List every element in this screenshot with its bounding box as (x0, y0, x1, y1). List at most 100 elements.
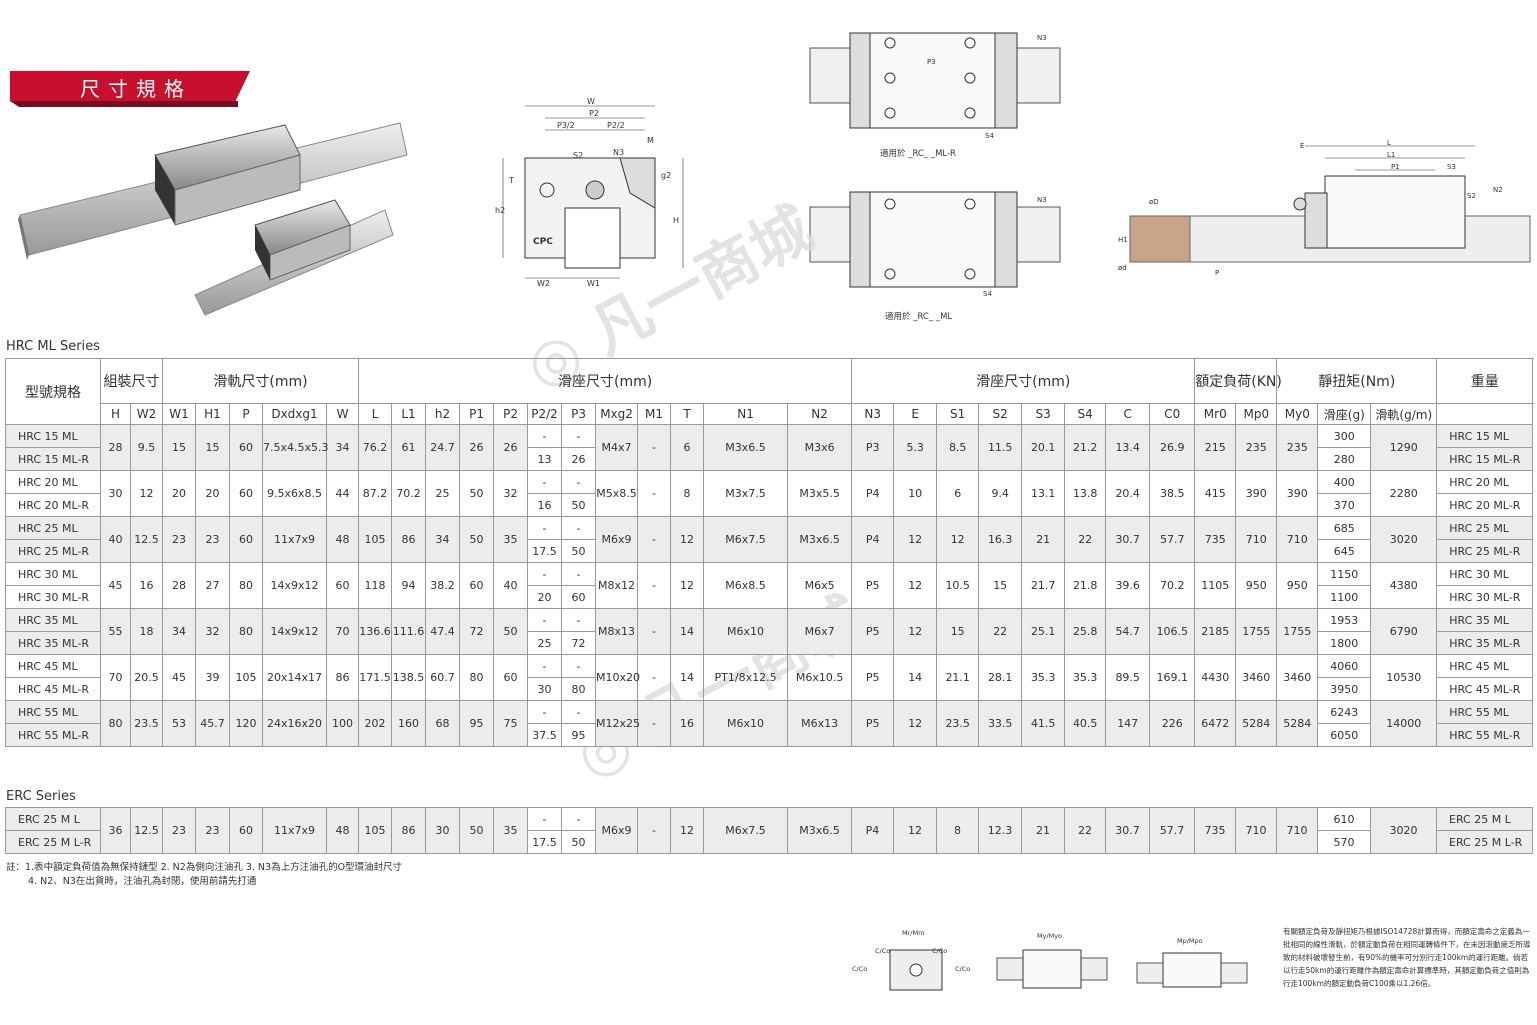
table-cell: HRC 55 ML (1436, 700, 1534, 724)
table-cell: 16.3 (978, 516, 1023, 563)
table-cell: HRC 20 ML (5, 470, 101, 494)
table-cell: Mxg2 (595, 403, 639, 425)
table-cell: 34 (162, 608, 196, 655)
table-cell: 12 (670, 807, 704, 854)
table-cell: 6 (670, 424, 705, 471)
table-cell: 50 (493, 608, 529, 655)
table-cell: Mp0 (1235, 403, 1278, 425)
table-cell: 12 (893, 807, 937, 854)
table-cell: 11.5 (978, 424, 1023, 471)
table-cell: 80 (229, 608, 263, 655)
table-cell: HRC 35 ML-R (5, 631, 101, 655)
dim-label: H1 (1118, 236, 1128, 244)
table-cell: 235 (1276, 424, 1319, 471)
table-cell: 710 (1235, 516, 1278, 563)
table-cell: 400 (1317, 470, 1372, 494)
table-cell: - (561, 562, 597, 586)
table-cell: P1 (459, 403, 495, 425)
front-view-drawing: W P2 P3/2 P2/2 M N3 T g2 H h2 W2 W1 S2 C… (495, 97, 684, 288)
table-cell: 24x16x20 (262, 700, 327, 747)
table-cell: ERC 25 M L-R (5, 830, 101, 854)
table-cell: 12 (130, 470, 163, 517)
table-cell: 35 (493, 807, 528, 854)
table-cell: 39 (195, 654, 230, 701)
table-cell: M1 (637, 403, 672, 425)
dim-label: N3 (613, 148, 624, 157)
table-cell: My0 (1276, 403, 1319, 425)
hrc-spec-table: 型號規格組裝尺寸滑軌尺寸(mm)滑座尺寸(mm)滑座尺寸(mm)額定負荷(KN)… (5, 358, 1534, 747)
table-cell: 6 (936, 470, 980, 517)
table-cell: 15 (978, 562, 1023, 609)
dim-label: P2 (589, 109, 599, 118)
table-cell: 87.2 (358, 470, 393, 517)
table-cell: 12 (670, 516, 705, 563)
table-cell: 30 (100, 470, 131, 517)
table-cell: M10x20 (595, 654, 640, 701)
table-cell: - (527, 608, 563, 632)
table-cell: 111.6 (391, 608, 427, 655)
table-cell: 38.5 (1149, 470, 1196, 517)
table-cell: 10.5 (936, 562, 980, 609)
table-cell: C (1105, 403, 1151, 425)
table-cell: 390 (1276, 470, 1319, 517)
moment-label: Mp/Mpo (1177, 937, 1203, 945)
table-cell: L1 (391, 403, 427, 425)
dim-label: L1 (1387, 151, 1395, 159)
table-cell: HRC 30 ML (5, 562, 101, 586)
table-cell: HRC 30 ML-R (5, 585, 101, 609)
table-cell: 33.5 (978, 700, 1023, 747)
table-cell: 40 (493, 562, 529, 609)
table-cell: 235 (1235, 424, 1278, 471)
table-cell: 12 (936, 516, 980, 563)
table-cell: 35 (493, 516, 529, 563)
table-cell: C0 (1149, 403, 1196, 425)
table-cell: 570 (1317, 830, 1371, 854)
table-cell: 5284 (1235, 700, 1278, 747)
table-cell: M6x5 (787, 562, 853, 609)
table-cell: 9.5x6x8.5 (262, 470, 327, 517)
table-cell: HRC 45 ML (1436, 654, 1534, 678)
table-cell: 1290 (1370, 424, 1438, 471)
table-cell: 27 (195, 562, 230, 609)
table-cell: 1150 (1317, 562, 1372, 586)
table-cell: 9.4 (978, 470, 1023, 517)
table-cell: 3950 (1317, 677, 1372, 701)
table-cell: M6x9 (595, 516, 639, 563)
table-cell: H1 (195, 403, 230, 425)
moment-label: C/Co (875, 947, 890, 955)
table-cell: 滑座尺寸(mm) (851, 358, 1196, 404)
table-cell: M3x6 (787, 424, 853, 471)
table-cell: 16 (527, 493, 563, 517)
table-cell: 50 (459, 516, 495, 563)
section-title: 尺寸規格 (80, 77, 192, 101)
table-cell: 23 (162, 807, 196, 854)
table-cell: HRC 20 ML-R (1436, 493, 1534, 517)
table-cell: 10 (893, 470, 938, 517)
table-cell: 12 (893, 562, 938, 609)
table-cell: 72 (561, 631, 597, 655)
table-cell: 169.1 (1149, 654, 1196, 701)
table-cell: 45 (162, 654, 196, 701)
brand-mark: CPC (533, 237, 553, 247)
moment-label: Mr/Mro (902, 929, 925, 937)
dim-label: E (1300, 142, 1304, 150)
table-cell: P3 (561, 403, 597, 425)
table-cell: - (527, 516, 563, 540)
table-cell: 47.4 (425, 608, 461, 655)
dim-label: P (1215, 269, 1219, 277)
top2-caption: 適用於 _RC_ _ML (885, 311, 952, 322)
dim-label: øD (1149, 198, 1159, 206)
dim-label: S3 (1447, 163, 1456, 171)
table-cell: 950 (1276, 562, 1319, 609)
table-cell: M6x10 (703, 700, 789, 747)
table-cell: 39.6 (1105, 562, 1151, 609)
notes-line-2: 4. N2、N3在出貨時，注油孔為封閉，使用前請先打通 (28, 876, 257, 887)
table-cell: 26 (561, 447, 597, 471)
table-cell: 415 (1194, 470, 1237, 517)
table-cell: N1 (703, 403, 789, 425)
table-cell: 80 (100, 700, 131, 747)
table-cell: 23.5 (936, 700, 980, 747)
